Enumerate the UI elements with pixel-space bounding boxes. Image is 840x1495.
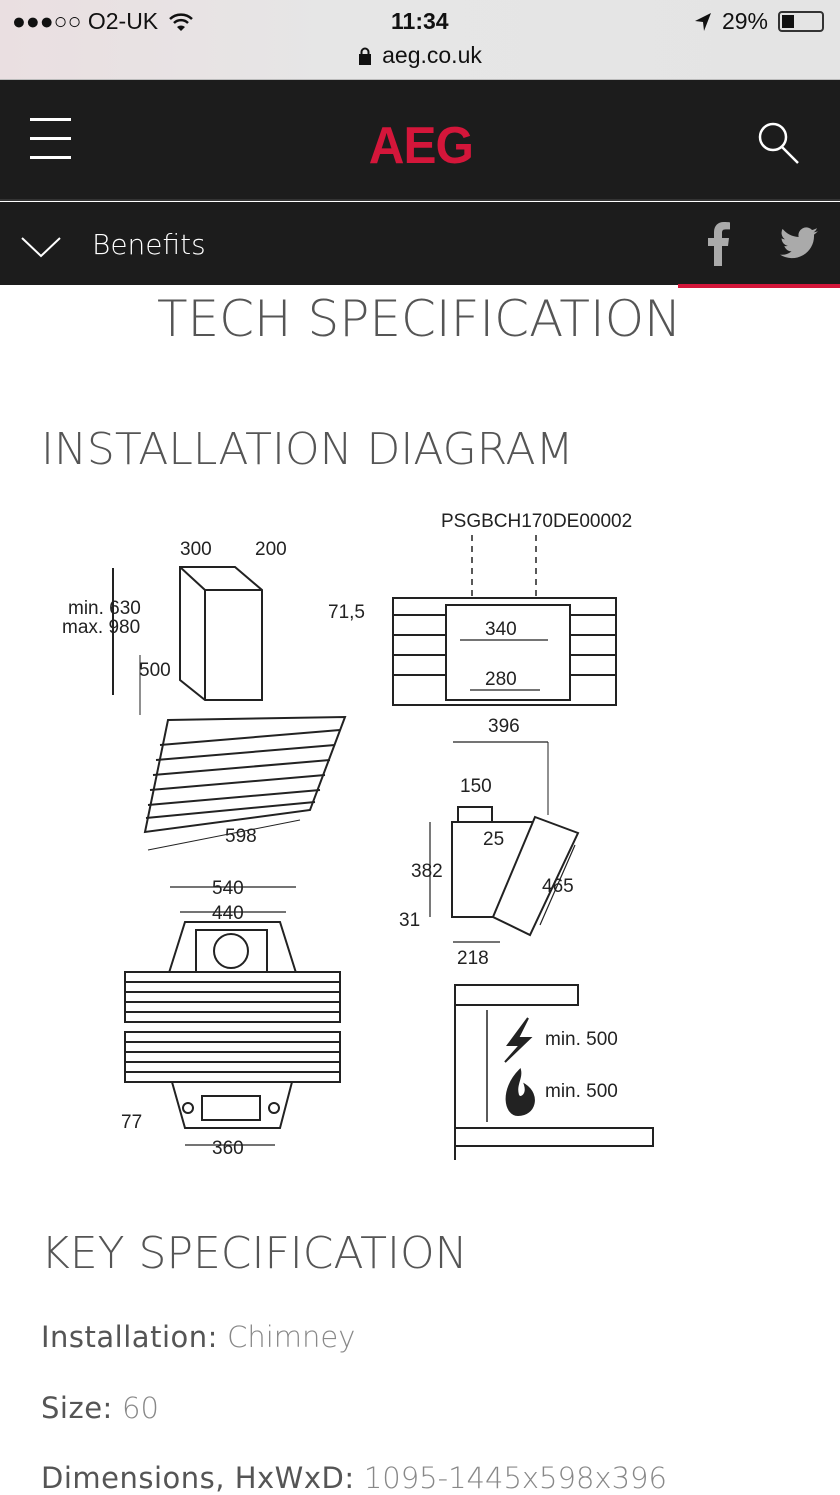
spec-label: Dimensions, HxWxD: bbox=[41, 1461, 355, 1495]
menu-icon[interactable] bbox=[30, 118, 71, 162]
electric-icon bbox=[504, 1017, 533, 1063]
spec-label: Size: bbox=[41, 1391, 113, 1425]
hood-top-view bbox=[392, 535, 617, 706]
url[interactable]: aeg.co.uk bbox=[382, 42, 482, 68]
hob-clearance-view bbox=[454, 984, 654, 1160]
location-icon bbox=[694, 12, 711, 31]
status-bar: ●●●○○ O2-UK 11:34 29% aeg.co.uk bbox=[0, 0, 840, 80]
dim-label: 540 bbox=[212, 878, 244, 899]
installation-diagram: PSGBCH170DE00002 300 200 min. 630 max. 9… bbox=[62, 511, 654, 1160]
search-icon[interactable] bbox=[756, 120, 802, 166]
wifi-icon bbox=[169, 12, 194, 31]
dim-label: 360 bbox=[212, 1138, 244, 1159]
aeg-logo[interactable]: AEG bbox=[368, 117, 474, 175]
dim-label: 465 bbox=[542, 876, 574, 897]
spec-value: 1095-1445x598x396 bbox=[363, 1461, 667, 1495]
dim-label: 500 bbox=[139, 660, 171, 681]
chevron-down-icon[interactable] bbox=[20, 236, 62, 258]
spec-value: Chimney bbox=[227, 1320, 356, 1354]
dim-label: max. 980 bbox=[62, 617, 140, 638]
status-center: 11:34 bbox=[391, 8, 449, 35]
benefits-label[interactable]: Benefits bbox=[92, 228, 206, 261]
dim-label: 218 bbox=[457, 948, 489, 969]
key-spec-heading: KEY SPECIFICATION bbox=[41, 1228, 468, 1279]
battery-icon bbox=[778, 11, 824, 32]
dim-label: 77 bbox=[121, 1112, 142, 1133]
hood-front-view bbox=[124, 886, 341, 1146]
hood-side-view bbox=[429, 741, 580, 943]
dim-label: 200 bbox=[255, 539, 287, 560]
clock: 11:34 bbox=[391, 8, 449, 34]
spec-value: 60 bbox=[122, 1391, 159, 1425]
dim-label: 280 bbox=[485, 669, 517, 690]
dim-label: 396 bbox=[488, 716, 520, 737]
dim-label: 382 bbox=[411, 861, 443, 882]
dim-label: min. 500 bbox=[545, 1029, 618, 1050]
spec-label: Installation: bbox=[41, 1320, 218, 1354]
dim-label: 71,5 bbox=[328, 602, 365, 623]
lock-icon bbox=[359, 47, 372, 65]
dim-label: 31 bbox=[399, 910, 420, 931]
dim-label: min. 500 bbox=[545, 1081, 618, 1102]
sub-nav: Benefits bbox=[0, 202, 840, 288]
flame-icon bbox=[505, 1068, 535, 1117]
status-left: ●●●○○ O2-UK bbox=[12, 8, 194, 35]
spec-installation: Installation: Chimney bbox=[41, 1320, 355, 1354]
active-tab-indicator bbox=[678, 284, 840, 288]
facebook-icon[interactable] bbox=[706, 222, 730, 266]
dim-label: 340 bbox=[485, 619, 517, 640]
installation-diagram-heading: INSTALLATION DIAGRAM bbox=[41, 424, 574, 475]
dim-label: 598 bbox=[225, 826, 257, 847]
dim-label: 440 bbox=[212, 903, 244, 924]
dim-label: 150 bbox=[460, 776, 492, 797]
page-title: TECH SPECIFICATION bbox=[157, 290, 682, 348]
url-bar[interactable]: aeg.co.uk bbox=[0, 42, 840, 69]
dim-label: 300 bbox=[180, 539, 212, 560]
twitter-icon[interactable] bbox=[778, 226, 820, 264]
battery-percent: 29% bbox=[721, 8, 768, 34]
dim-code: PSGBCH170DE00002 bbox=[441, 511, 632, 532]
top-nav: AEG bbox=[0, 80, 840, 201]
dim-label: 25 bbox=[483, 829, 504, 850]
status-right: 29% bbox=[694, 8, 824, 35]
hood-perspective-view bbox=[112, 566, 347, 851]
spec-dimensions: Dimensions, HxWxD: 1095-1445x598x396 bbox=[41, 1461, 667, 1495]
dim-label: min. 630 bbox=[68, 598, 141, 619]
carrier: ●●●○○ O2-UK bbox=[12, 8, 159, 34]
spec-size: Size: 60 bbox=[41, 1391, 159, 1425]
